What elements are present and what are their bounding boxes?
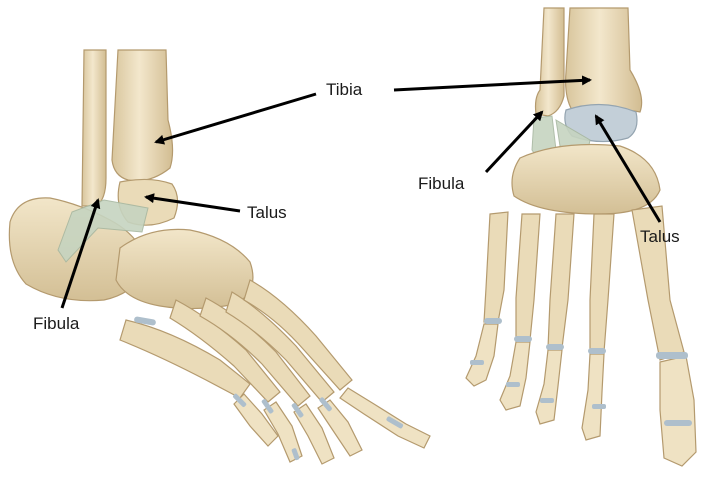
fibula-label-left: Fibula (33, 314, 79, 334)
tibia-bone-right (566, 8, 642, 112)
fibula-bone-left (82, 50, 106, 206)
talus-label-right: Talus (640, 227, 680, 247)
lateral-foot-view (9, 50, 430, 464)
tibia-label: Tibia (326, 80, 362, 100)
tibia-bone-left (112, 50, 173, 181)
fibula-bone-right (536, 8, 565, 116)
fibula-label-right: Fibula (418, 174, 464, 194)
arrow-tibia-left (156, 94, 316, 142)
talus-label-left: Talus (247, 203, 287, 223)
midfoot-right (512, 145, 660, 215)
